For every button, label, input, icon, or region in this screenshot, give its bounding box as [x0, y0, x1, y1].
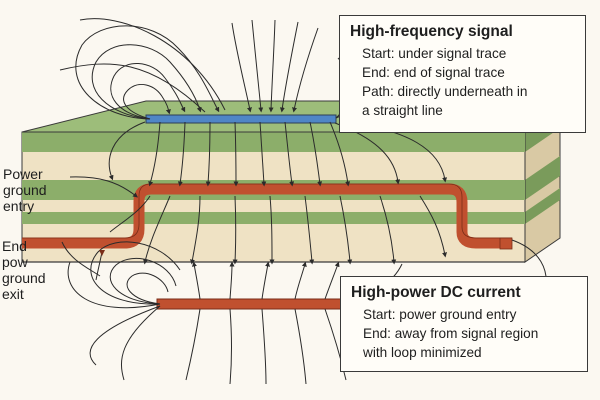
- exit-arrowhead: [99, 250, 105, 256]
- high-frequency-line-3: Path: directly underneath in: [362, 84, 528, 99]
- high-frequency-line-4: a straight line: [362, 103, 443, 118]
- board-field-lines: [108, 120, 448, 265]
- exit-label-line-2: pow: [2, 254, 28, 270]
- return-field-lines: [61, 239, 547, 385]
- power-ground-exit-label: End pow ground exit: [2, 238, 46, 302]
- power-trace-end: [499, 237, 513, 250]
- high-frequency-callout: High-frequency signal Start: under signa…: [339, 15, 586, 133]
- high-frequency-line-1: Start: under signal trace: [362, 46, 507, 61]
- entry-label-line-3: entry: [3, 198, 35, 214]
- signal-trace: [145, 114, 337, 124]
- exit-label-line-1: End: [2, 238, 27, 254]
- power-trace: [22, 183, 512, 249]
- return-trace: [156, 298, 345, 310]
- high-power-dc-line-2: End: away from signal region: [363, 326, 539, 341]
- entry-label-line-1: Power: [3, 166, 43, 182]
- high-power-dc-callout: High-power DC current Start: power groun…: [340, 276, 588, 372]
- entry-label-line-2: ground: [3, 182, 47, 198]
- high-power-dc-title: High-power DC current: [351, 284, 521, 301]
- power-ground-entry-label: Power ground entry: [3, 166, 47, 214]
- high-frequency-title: High-frequency signal: [350, 23, 513, 40]
- high-power-dc-line-1: Start: power ground entry: [363, 307, 517, 322]
- high-frequency-line-2: End: end of signal trace: [362, 65, 505, 80]
- exit-label-line-4: exit: [2, 286, 24, 302]
- high-power-dc-line-3: with loop minimized: [363, 345, 482, 360]
- exit-label-line-3: ground: [2, 270, 46, 286]
